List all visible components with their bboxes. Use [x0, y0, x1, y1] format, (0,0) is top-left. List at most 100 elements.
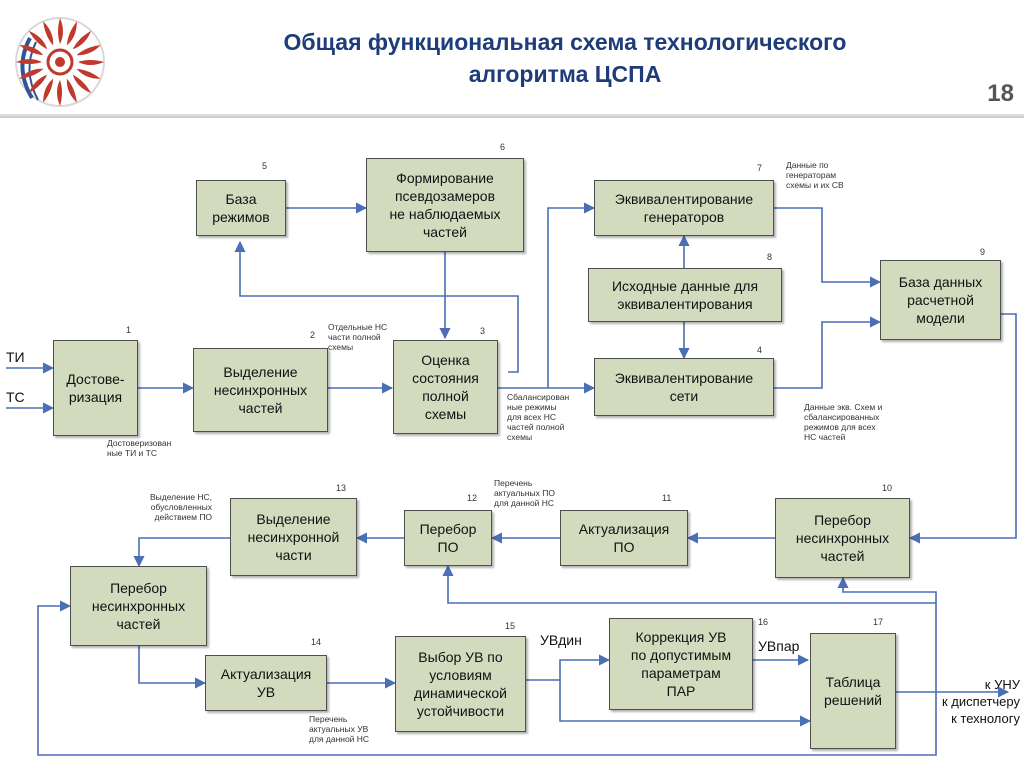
- block-16-korrektsiya-uv: Коррекция УВ по допустимым параметрам ПА…: [609, 618, 753, 710]
- logo-ray: [28, 30, 48, 50]
- block-label: Перебор несинхронных частей: [91, 580, 186, 632]
- arrow-13-to-left: [133, 537, 230, 568]
- block-label: Достове- ризация: [66, 371, 125, 405]
- block-15-vybor-uv: Выбор УВ по условиям динамической устойч…: [395, 636, 526, 732]
- block-label: Формирование псевдозамеров не наблюдаемы…: [389, 170, 501, 240]
- output-recipients: к УНУ к диспетчеру к технологу: [941, 677, 1020, 726]
- note-vydelenie-ns: Выделение НС, обусловленных действием ПО: [150, 492, 213, 522]
- input-ti-label: ТИ: [6, 349, 25, 365]
- arrow-7-to-9: [774, 207, 882, 288]
- logo-ray: [76, 68, 101, 79]
- block-number: 12: [467, 493, 478, 503]
- arrow-feedback-to-5: [234, 240, 519, 373]
- block-label: Актуализация УВ: [220, 666, 312, 700]
- block-number: 13: [336, 483, 347, 493]
- block-label: Актуализация ПО: [578, 521, 670, 555]
- block-label: База данных расчетной модели: [898, 274, 983, 326]
- block-number: 9: [980, 247, 986, 257]
- logo-ray: [78, 60, 104, 65]
- note-dostoverizovannye: Достоверизован ные ТИ и ТС: [107, 438, 172, 458]
- title-line-2: алгоритма ЦСПА: [468, 61, 662, 87]
- arrow-3-to-7: [498, 202, 596, 389]
- logo-ray: [43, 21, 54, 46]
- block-number: 8: [767, 252, 773, 262]
- page-title: Общая функциональная схема технологическ…: [180, 26, 950, 90]
- block-number: 17: [873, 617, 884, 627]
- block-13-vydelenie-nesinhronnoy: Выделение несинхронной части: [230, 498, 357, 576]
- arrow-17-to-12: [442, 564, 937, 692]
- block-4-ekvivalentirovanie-seti: Эквивалентирование сети: [594, 358, 774, 416]
- block-number: 4: [757, 345, 763, 355]
- logo-ray: [57, 80, 62, 106]
- company-logo: [15, 17, 105, 107]
- block-number: 3: [480, 326, 486, 336]
- block-14-aktualizatsiya-uv: Актуализация УВ: [205, 655, 327, 711]
- logo-ray: [28, 74, 48, 94]
- arrow-4-to-9: [774, 316, 882, 389]
- block-label: Выбор УВ по условиям динамической устойч…: [414, 649, 507, 719]
- block-7-ekvivalentirovanie-generatorov: Эквивалентирование генераторов: [594, 180, 774, 236]
- signal-uvpar: УВпар: [758, 638, 800, 654]
- note-dannye-ekv-shem: Данные экв. Схем и сбалансированных режи…: [804, 402, 883, 442]
- block-perebor-nesinhronnyh-left: Перебор несинхронных частей: [70, 566, 207, 646]
- block-label: Эквивалентирование генераторов: [614, 191, 754, 225]
- note-perechen-po: Перечень актуальных ПО для данной НС: [494, 478, 555, 508]
- block-number: 6: [500, 142, 506, 152]
- title-line-1: Общая функциональная схема технологическ…: [283, 29, 847, 55]
- block-label: Таблица решений: [824, 674, 882, 708]
- block-6-formirovanie-psevdozamerov: Формирование псевдозамеров не наблюдаемы…: [366, 158, 524, 252]
- block-label: Перебор ПО: [419, 521, 477, 555]
- block-number: 10: [882, 483, 893, 493]
- block-number: 1: [126, 325, 132, 335]
- header-divider: [0, 114, 1024, 118]
- block-label: Перебор несинхронных частей: [795, 512, 890, 564]
- arrow-15-to-17: [559, 680, 812, 727]
- logo-ray: [19, 45, 44, 56]
- block-label: Эквивалентирование сети: [614, 370, 754, 404]
- block-label: Выделение несинхронных частей: [213, 364, 308, 416]
- signal-uvdin: УВдин: [540, 632, 582, 648]
- block-12-perebor-po: Перебор ПО: [404, 510, 492, 566]
- logo-ray: [76, 45, 101, 56]
- block-2-vydelenie-nesinhronnyh: Выделение несинхронных частей: [193, 348, 328, 432]
- block-label: Выделение несинхронной части: [247, 511, 340, 563]
- logo-ray: [66, 21, 77, 46]
- logo-ray: [72, 30, 92, 50]
- note-sbalansirovannye: Сбалансирован ные режимы для всех НС час…: [507, 392, 570, 442]
- block-number: 11: [662, 493, 672, 503]
- logo-ray: [19, 68, 44, 79]
- block-label: Оценка состояния полной схемы: [412, 352, 479, 422]
- logo-ray: [66, 78, 77, 103]
- arrow-left-to-14: [138, 646, 207, 689]
- block-8-ishodnye-dannye: Исходные данные для эквивалентирования: [588, 268, 782, 322]
- block-number: 15: [505, 621, 516, 631]
- block-5-baza-rezhimov: База режимов: [196, 180, 286, 236]
- block-number: 7: [757, 163, 763, 173]
- logo-ray: [43, 78, 54, 103]
- arrow-9-to-10: [908, 313, 1017, 544]
- slide-number: 18: [987, 80, 1014, 107]
- block-label: Исходные данные для эквивалентирования: [611, 278, 759, 312]
- block-1-dostoverizatsiya: Достове- ризация: [53, 340, 138, 436]
- note-perechen-uv: Перечень актуальных УВ для данной НС: [309, 714, 370, 744]
- block-number: 5: [262, 161, 268, 171]
- block-number: 16: [758, 617, 769, 627]
- input-ts-label: ТС: [6, 389, 25, 405]
- arrow-15-to-16: [526, 654, 611, 681]
- block-9-baza-dannyh-modeli: База данных расчетной модели: [880, 260, 1001, 340]
- block-10-perebor-nesinhronnyh: Перебор несинхронных частей: [775, 498, 910, 578]
- block-3-otsenka-sostoyaniya: Оценка состояния полной схемы: [393, 340, 498, 434]
- block-label: База режимов: [212, 191, 270, 225]
- logo-ray: [16, 59, 42, 64]
- arrow-17-to-10: [837, 576, 937, 603]
- block-17-tablitsa-resheniy: Таблица решений: [810, 633, 896, 749]
- logo-ray: [58, 18, 63, 44]
- block-11-aktualizatsiya-po: Актуализация ПО: [560, 510, 688, 566]
- block-label: Коррекция УВ по допустимым параметрам ПА…: [630, 629, 732, 699]
- note-otdelnye-ns: Отдельные НС части полной схемы: [328, 322, 388, 352]
- block-number: 14: [311, 637, 322, 647]
- block-number: 2: [310, 330, 316, 340]
- arrow-17-to-left: [37, 600, 937, 756]
- note-dannye-generatory: Данные по генераторам схемы и их СВ: [786, 160, 844, 190]
